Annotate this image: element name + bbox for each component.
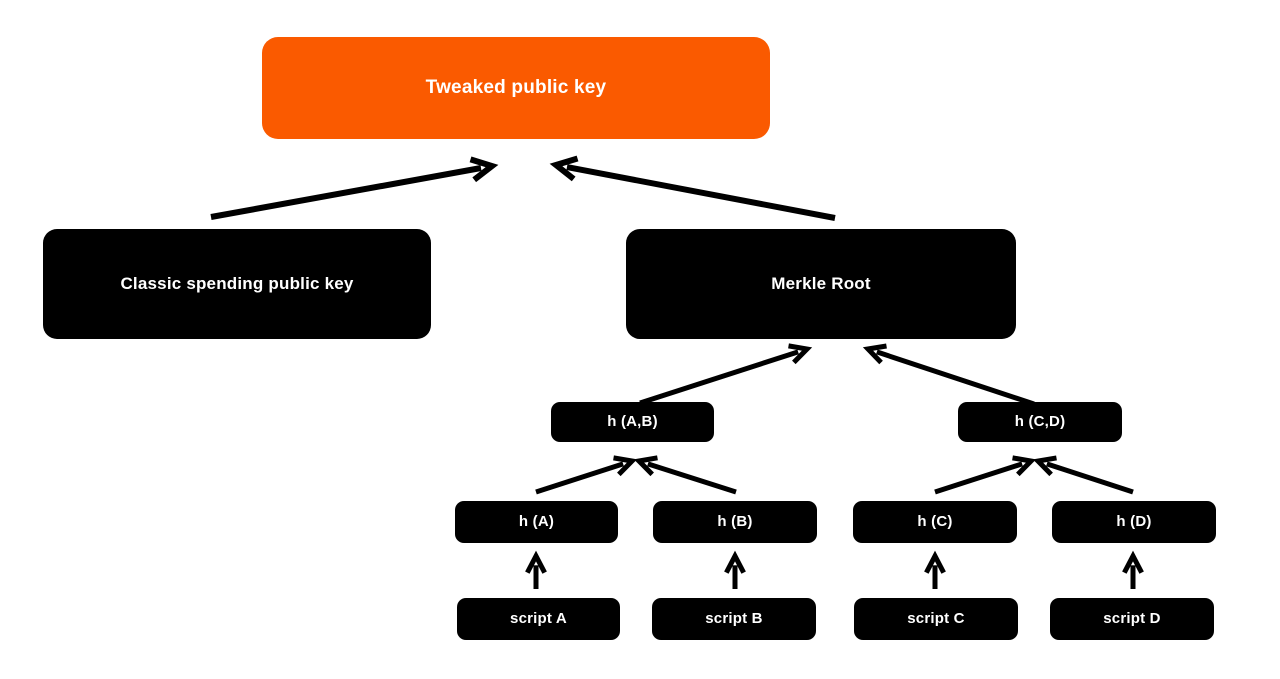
- node-label: h (A,B): [607, 413, 658, 430]
- arrow-merkle-to-tweaked: [549, 155, 836, 221]
- arrow-hc-to-hcd: [934, 455, 1037, 495]
- arrow-scripta-to-ha: [525, 550, 547, 589]
- node-label: h (A): [518, 513, 555, 530]
- node-script-a: script A: [457, 598, 620, 640]
- node-script-d: script D: [1050, 598, 1214, 640]
- node-h-cd: h (C,D): [958, 402, 1122, 442]
- arrow-hd-to-hcd: [1032, 455, 1134, 495]
- node-label: script A: [510, 610, 567, 627]
- node-h-c: h (C): [853, 501, 1017, 543]
- arrow-hb-to-hab: [633, 455, 737, 495]
- node-script-b: script B: [652, 598, 816, 640]
- arrow-hab-to-merkle: [639, 343, 813, 406]
- node-label: h (C,D): [1014, 413, 1066, 430]
- node-label: h (D): [1116, 513, 1152, 530]
- node-label: h (B): [717, 513, 753, 530]
- arrow-scriptd-to-hd: [1122, 550, 1144, 589]
- arrow-hcd-to-merkle: [862, 343, 1035, 407]
- node-label: Tweaked public key: [425, 76, 607, 98]
- arrow-scriptb-to-hb: [724, 550, 746, 589]
- node-label: h (C): [917, 513, 953, 530]
- node-merkle-root: Merkle Root: [626, 229, 1016, 339]
- node-script-c: script C: [854, 598, 1018, 640]
- arrow-classic-to-tweaked: [210, 156, 499, 220]
- node-h-b: h (B): [653, 501, 817, 543]
- node-classic-spending-public-key: Classic spending public key: [43, 229, 431, 339]
- node-h-d: h (D): [1052, 501, 1216, 543]
- node-tweaked-public-key: Tweaked public key: [262, 37, 770, 139]
- node-label: Merkle Root: [771, 273, 871, 293]
- node-label: script D: [1103, 610, 1161, 627]
- node-h-a: h (A): [455, 501, 618, 543]
- node-label: script B: [705, 610, 763, 627]
- node-h-ab: h (A,B): [551, 402, 714, 442]
- node-label: Classic spending public key: [120, 273, 354, 293]
- arrow-ha-to-hab: [535, 455, 638, 495]
- node-label: script C: [907, 610, 965, 627]
- arrow-scriptc-to-hc: [924, 550, 946, 589]
